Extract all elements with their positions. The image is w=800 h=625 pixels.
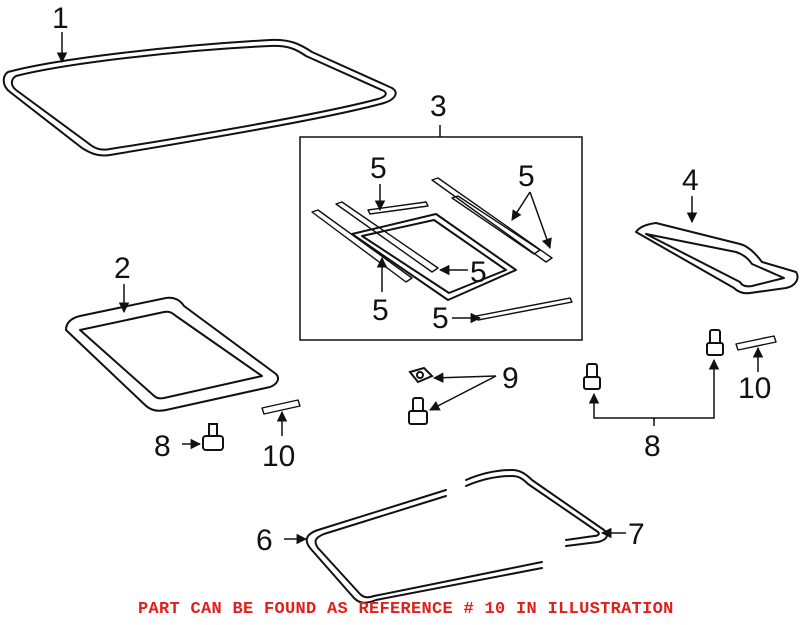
part-4-front-panel <box>635 222 799 295</box>
callout-5e: 5 <box>432 302 449 335</box>
part-9-bolt <box>408 397 428 425</box>
part-6-channel <box>305 489 543 604</box>
callout-6: 6 <box>256 524 273 557</box>
part-8-bolt-left <box>202 423 224 451</box>
callout-5b: 5 <box>518 160 535 193</box>
callout-4: 4 <box>682 164 699 197</box>
part-3-frame <box>351 213 517 301</box>
leader-5b1 <box>511 191 531 221</box>
part-8-bolt-right-a <box>583 363 601 390</box>
callout-7: 7 <box>628 518 645 551</box>
leader-5b2 <box>529 191 552 249</box>
part-10-tape-right <box>735 335 777 351</box>
leader-9a <box>432 372 497 383</box>
part-1-glass-panel <box>2 38 397 157</box>
callout-9: 9 <box>502 362 519 395</box>
callout-3: 3 <box>430 90 447 123</box>
part-3-kit-box <box>299 136 583 341</box>
leader-8b1 <box>588 392 655 420</box>
part-7-channel <box>465 469 608 547</box>
callout-8b: 8 <box>644 430 661 463</box>
callout-8a: 8 <box>154 430 171 463</box>
part-8-bolt-right-b <box>706 329 724 356</box>
callout-10b: 10 <box>738 372 771 405</box>
part-9-nut <box>408 366 434 384</box>
callout-2: 2 <box>114 252 131 285</box>
callout-5c: 5 <box>470 256 487 289</box>
leader-9b <box>429 375 497 411</box>
part-10-tape-left <box>261 399 301 415</box>
callout-5d: 5 <box>372 294 389 327</box>
callout-5a: 5 <box>370 152 387 185</box>
leader-8b2 <box>654 358 720 419</box>
part-2-rear-panel <box>65 296 279 412</box>
callout-1: 1 <box>52 2 69 35</box>
callout-10a: 10 <box>262 440 295 473</box>
reference-note: PART CAN BE FOUND AS REFERENCE # 10 IN I… <box>138 600 674 619</box>
